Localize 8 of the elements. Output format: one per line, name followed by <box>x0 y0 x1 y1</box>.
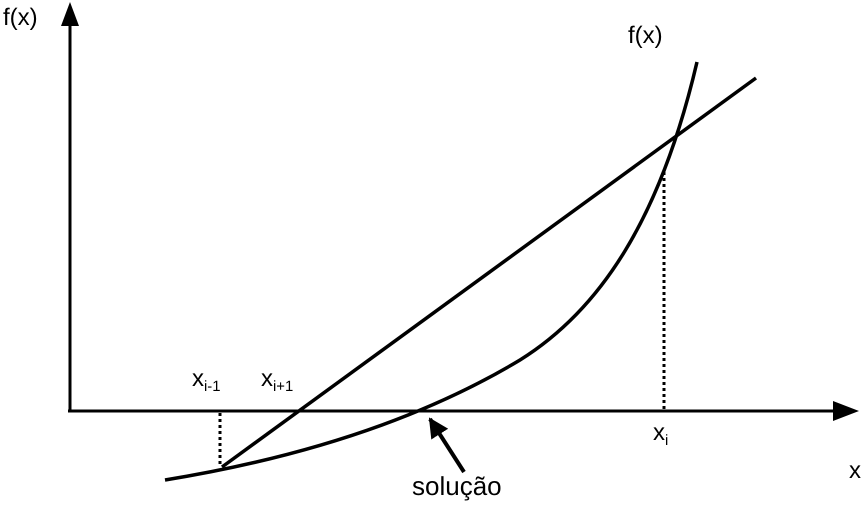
leader-arrow <box>428 417 466 474</box>
axis-label: f(x) <box>3 6 38 30</box>
axis-label: x <box>849 459 861 483</box>
axis-tick-label: x$_{i+1}$ <box>261 367 294 396</box>
curve-label: f(x) <box>628 24 663 48</box>
annotation-text: solução <box>412 472 502 501</box>
axis-tick-label: x$_{i-1}$ <box>192 367 221 396</box>
axis-tick-label: x$_{i}$ <box>653 421 668 450</box>
